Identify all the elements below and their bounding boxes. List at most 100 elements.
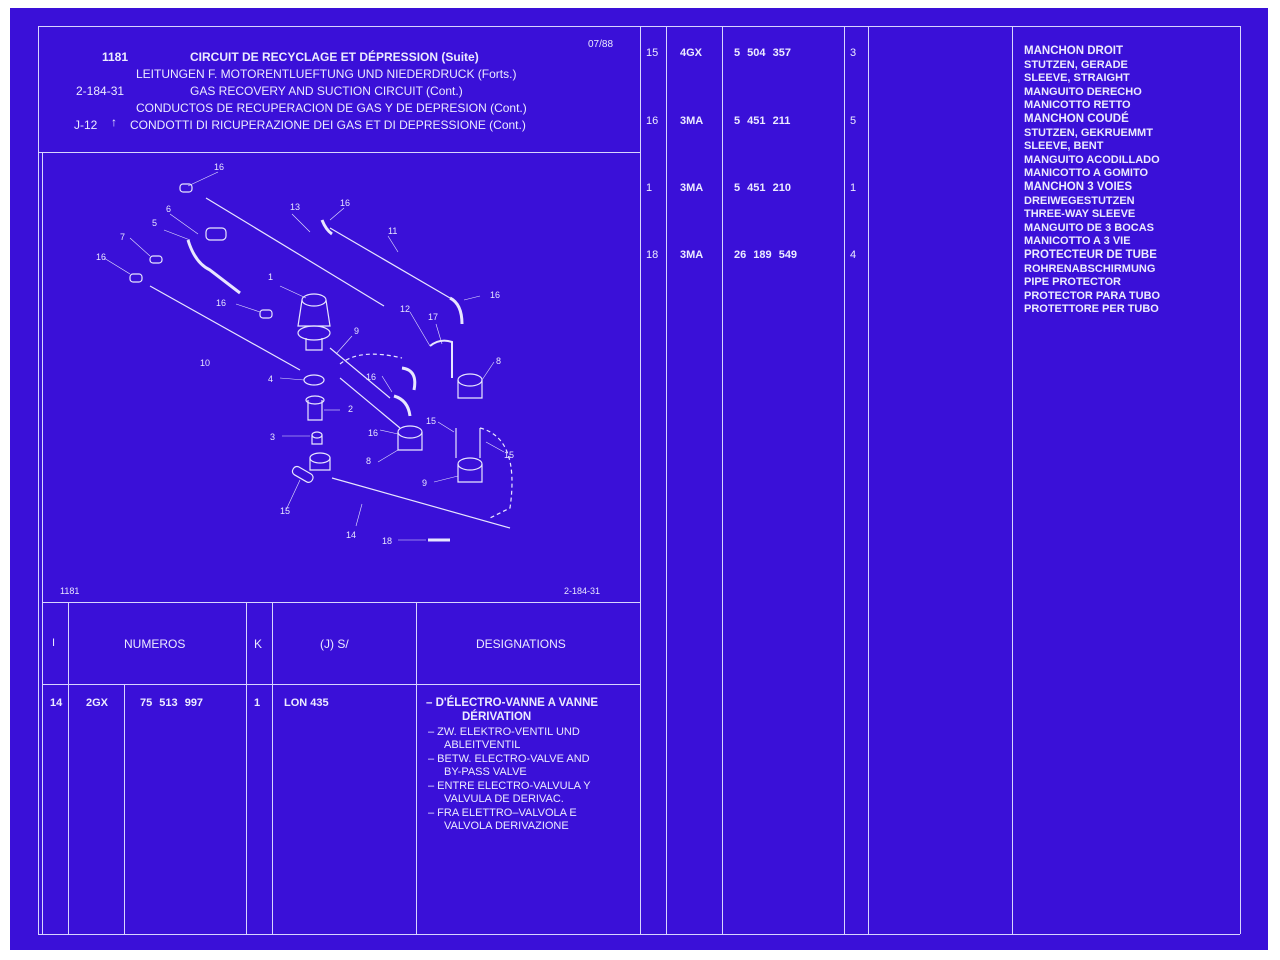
row-qty: 3 [850, 47, 857, 59]
designation-line: DREIWEGESTUTZEN [1024, 195, 1135, 207]
callout-label: 10 [200, 358, 210, 368]
callout-label: 16 [96, 252, 106, 262]
callout-label: 5 [152, 218, 157, 228]
designation-line: PIPE PROTECTOR [1024, 276, 1121, 288]
callout-label: 16 [214, 162, 224, 172]
header-title-en: GAS RECOVERY AND SUCTION CIRCUIT (Cont.) [190, 84, 463, 98]
col-divider-center [640, 26, 641, 934]
col-divider-right-ref [1012, 26, 1013, 934]
row-qty: 1 [850, 182, 857, 194]
header-sub-ref: J-12 [74, 118, 98, 132]
row-number: 75 513 997 [140, 697, 204, 709]
pipe-14 [331, 477, 511, 529]
callout-label: 13 [290, 202, 300, 212]
frame-bottom [38, 934, 1240, 935]
row-number: 5 451 210 [734, 182, 791, 194]
callout-label: 14 [346, 530, 356, 540]
callout-label: 9 [422, 478, 427, 488]
callout-label: 16 [490, 290, 500, 300]
callout-label: 6 [166, 204, 171, 214]
header-title-it: CONDOTTI DI RICUPERAZIONE DEI GAS ET DI … [130, 118, 526, 132]
row-qty: 4 [850, 249, 857, 261]
designation-line: – ZW. ELEKTRO-VENTIL UND [428, 726, 580, 738]
designation-line: ROHRENABSCHIRMUNG [1024, 263, 1156, 275]
row-number: 5 451 211 [734, 115, 791, 127]
col-header-j: (J) S/ [320, 637, 349, 651]
header-title-fr: CIRCUIT DE RECYCLAGE ET DÉPRESSION (Suit… [190, 50, 479, 64]
table-header-divider [42, 684, 640, 685]
row-code: 4GX [680, 47, 703, 59]
row-index: 14 [50, 697, 63, 709]
row-qty: 1 [254, 697, 261, 709]
designation-line: ABLEITVENTIL [444, 739, 521, 751]
col-divider-right-qty [868, 26, 869, 934]
row-code: 3MA [680, 115, 704, 127]
header-title-de: LEITUNGEN F. MOTORENTLUEFTUNG UND NIEDER… [136, 67, 517, 81]
col-divider-right-code [722, 26, 723, 934]
callout-label: 18 [382, 536, 392, 546]
row-code: 3MA [680, 249, 704, 261]
callout-label: 16 [366, 372, 376, 382]
designation-line: – D'ÉLECTRO-VANNE A VANNE [426, 697, 599, 709]
callout-label: 11 [388, 226, 397, 236]
row-qty: 5 [850, 115, 857, 127]
callout-label: 3 [270, 432, 275, 442]
callout-label: 8 [366, 456, 371, 466]
callout-label: 16 [340, 198, 350, 208]
designation-line: MANCHON COUDÉ [1024, 113, 1129, 125]
pipe-10 [149, 285, 301, 371]
diagram-code-right: 2-184-31 [564, 586, 600, 596]
col-divider-code [124, 684, 125, 934]
designation-line: MANGUITO DERECHO [1024, 86, 1142, 98]
up-arrow-icon: ↑ [111, 115, 117, 129]
designation-line: – ENTRE ELECTRO-VALVULA Y [428, 780, 591, 792]
row-index: 16 [646, 115, 659, 127]
row-index: 1 [646, 182, 653, 194]
designation-line: MANCHON 3 VOIES [1024, 181, 1132, 193]
col-header-index: I [52, 637, 56, 649]
pipe-13 [205, 197, 385, 307]
diagram-left-border [42, 152, 43, 934]
designation-line: PROTECTOR PARA TUBO [1024, 290, 1161, 302]
col-divider-numeros [246, 602, 247, 934]
callout-label: 2 [348, 404, 353, 414]
frame-left [38, 26, 39, 934]
callout-label: 15 [280, 506, 290, 516]
callout-label: 1 [268, 272, 273, 282]
header-ref: 2-184-31 [76, 84, 125, 98]
designation-line: THREE-WAY SLEEVE [1024, 208, 1136, 220]
callout-label: 16 [216, 298, 226, 308]
row-number: 5 504 357 [734, 47, 791, 59]
diagram-code-left: 1181 [60, 586, 79, 596]
designation-line: BY-PASS VALVE [444, 766, 527, 778]
frame-top [38, 26, 1240, 27]
callout-label: 16 [368, 428, 378, 438]
pipe-11 [329, 227, 451, 299]
row-index: 18 [646, 249, 659, 261]
callout-label: 7 [120, 232, 125, 242]
col-divider-right-index [666, 26, 667, 934]
designation-line: VALVULA DE DERIVAC. [444, 793, 564, 805]
col-header-designations: DESIGNATIONS [476, 637, 566, 651]
callout-label: 8 [496, 356, 501, 366]
designation-line: PROTECTEUR DE TUBE [1024, 249, 1157, 261]
designation-line: MANCHON DROIT [1024, 45, 1124, 57]
pipe-9 [329, 347, 391, 399]
callout-label: 15 [426, 416, 436, 426]
col-header-k: K [254, 637, 263, 651]
diagram-divider [42, 602, 640, 603]
designation-line: SLEEVE, BENT [1024, 140, 1104, 152]
callout-label: 9 [354, 326, 359, 336]
row-ref: LON 435 [284, 697, 329, 709]
frame-right [1240, 26, 1241, 934]
designation-line: MANICOTTO RETTO [1024, 99, 1131, 111]
col-divider-j [416, 602, 417, 934]
designation-line: SLEEVE, STRAIGHT [1024, 72, 1130, 84]
col-divider-index [68, 602, 69, 934]
parts-sheet: 1181 07/88 CIRCUIT DE RECYCLAGE ET DÉPRE… [10, 8, 1268, 950]
designation-line: MANICOTTO A GOMITO [1024, 167, 1149, 179]
callout-label: 15 [504, 450, 514, 460]
col-divider-right-number [844, 26, 845, 934]
exploded-parts-diagram: 1613161116165716169121784231616815159151… [60, 162, 600, 596]
callout-label: 4 [268, 374, 273, 384]
